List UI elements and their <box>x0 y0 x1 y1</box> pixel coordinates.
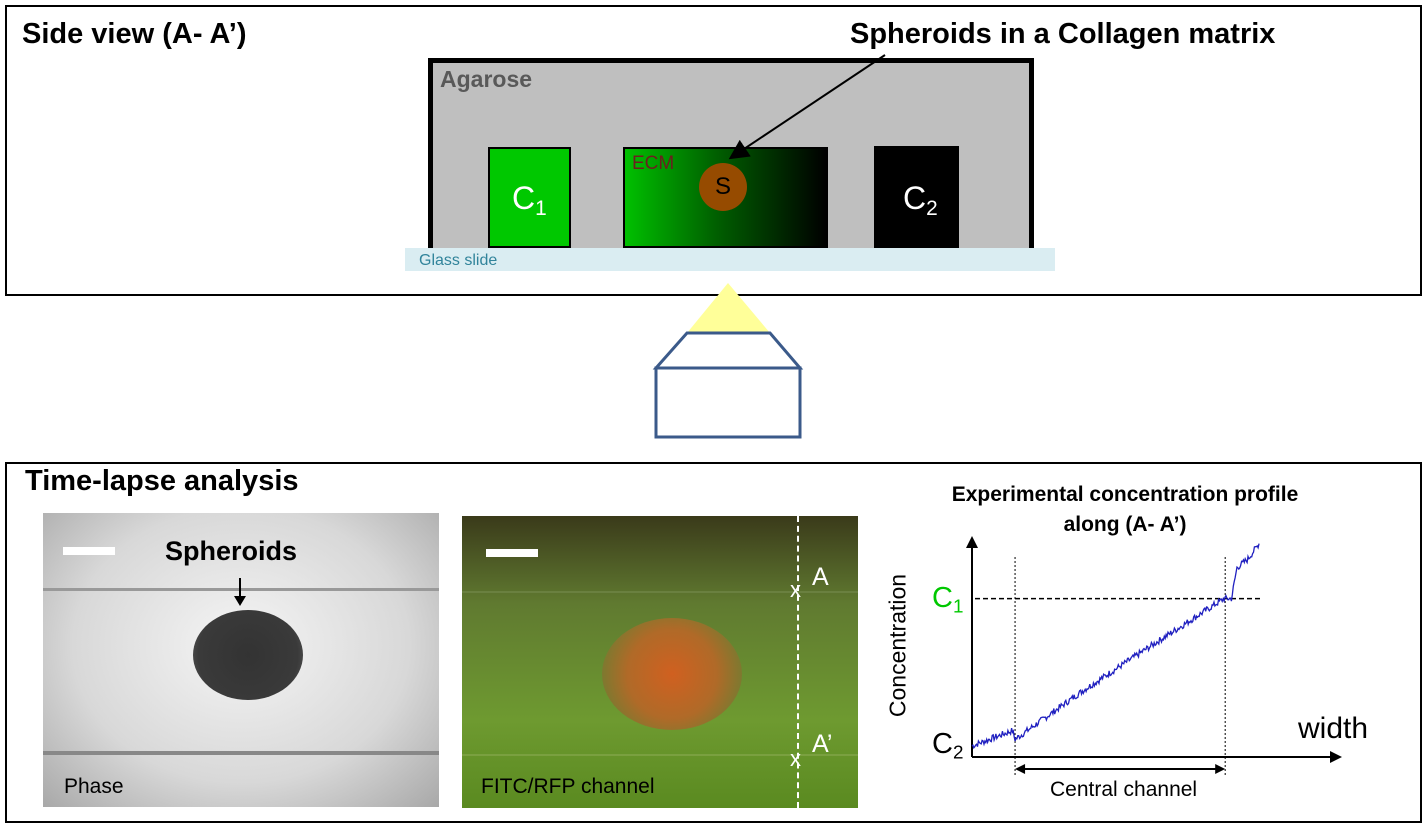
section-line-a-a-prime <box>797 516 799 808</box>
chart-title: Experimental concentration profile along… <box>951 483 1299 536</box>
ecm-label: ECM <box>632 153 675 174</box>
marker-a-prime: A’ <box>812 730 833 758</box>
y-tick-c2: C2 <box>932 728 964 763</box>
side-view-title: Side view (A- A’) <box>22 18 247 50</box>
spheroid-circle <box>699 163 747 211</box>
spheroids-annotation: Spheroids <box>165 536 298 566</box>
c1-label: C1 <box>512 180 547 221</box>
x-axis-label: width <box>1298 712 1369 745</box>
light-cone <box>687 283 770 333</box>
x-axis-arrowhead <box>1330 751 1342 763</box>
spheroids-callout: Spheroids in a Collagen matrix <box>850 18 1276 50</box>
spheroids-arrow <box>234 578 246 606</box>
marker-a: A <box>812 563 829 591</box>
fluorescent-spheroid <box>602 618 742 730</box>
phase-label: Phase <box>64 775 124 798</box>
timelapse-title: Time-lapse analysis <box>25 465 299 497</box>
glass-slide-label: Glass slide <box>419 252 498 269</box>
channel-c1 <box>488 147 571 248</box>
scale-bar <box>63 547 115 555</box>
central-channel-arrowhead-right <box>1215 764 1226 774</box>
spheroid-blob <box>193 610 303 700</box>
agarose-label: Agarose <box>440 66 533 92</box>
central-channel-label: Central channel <box>1050 778 1198 801</box>
fitc-label: FITC/RFP channel <box>481 775 655 798</box>
y-tick-c1: C1 <box>932 582 964 617</box>
callout-arrow <box>728 54 886 160</box>
microscope-body-icon <box>654 366 802 439</box>
x-mark-a: x <box>790 577 801 602</box>
concentration-profile-line <box>971 543 1260 750</box>
x-mark-a-prime: x <box>790 746 801 771</box>
y-axis-arrowhead <box>966 536 978 548</box>
spheroid-label: S <box>714 173 731 200</box>
glass-slide <box>405 248 1055 271</box>
scale-bar <box>486 549 538 557</box>
fitc-rfp-image <box>462 516 858 808</box>
side-view-drawing <box>652 54 886 439</box>
phase-image <box>43 513 439 807</box>
central-channel-arrowhead-left <box>1015 764 1026 774</box>
channel-c2 <box>874 146 959 248</box>
c2-label: C2 <box>903 180 938 221</box>
